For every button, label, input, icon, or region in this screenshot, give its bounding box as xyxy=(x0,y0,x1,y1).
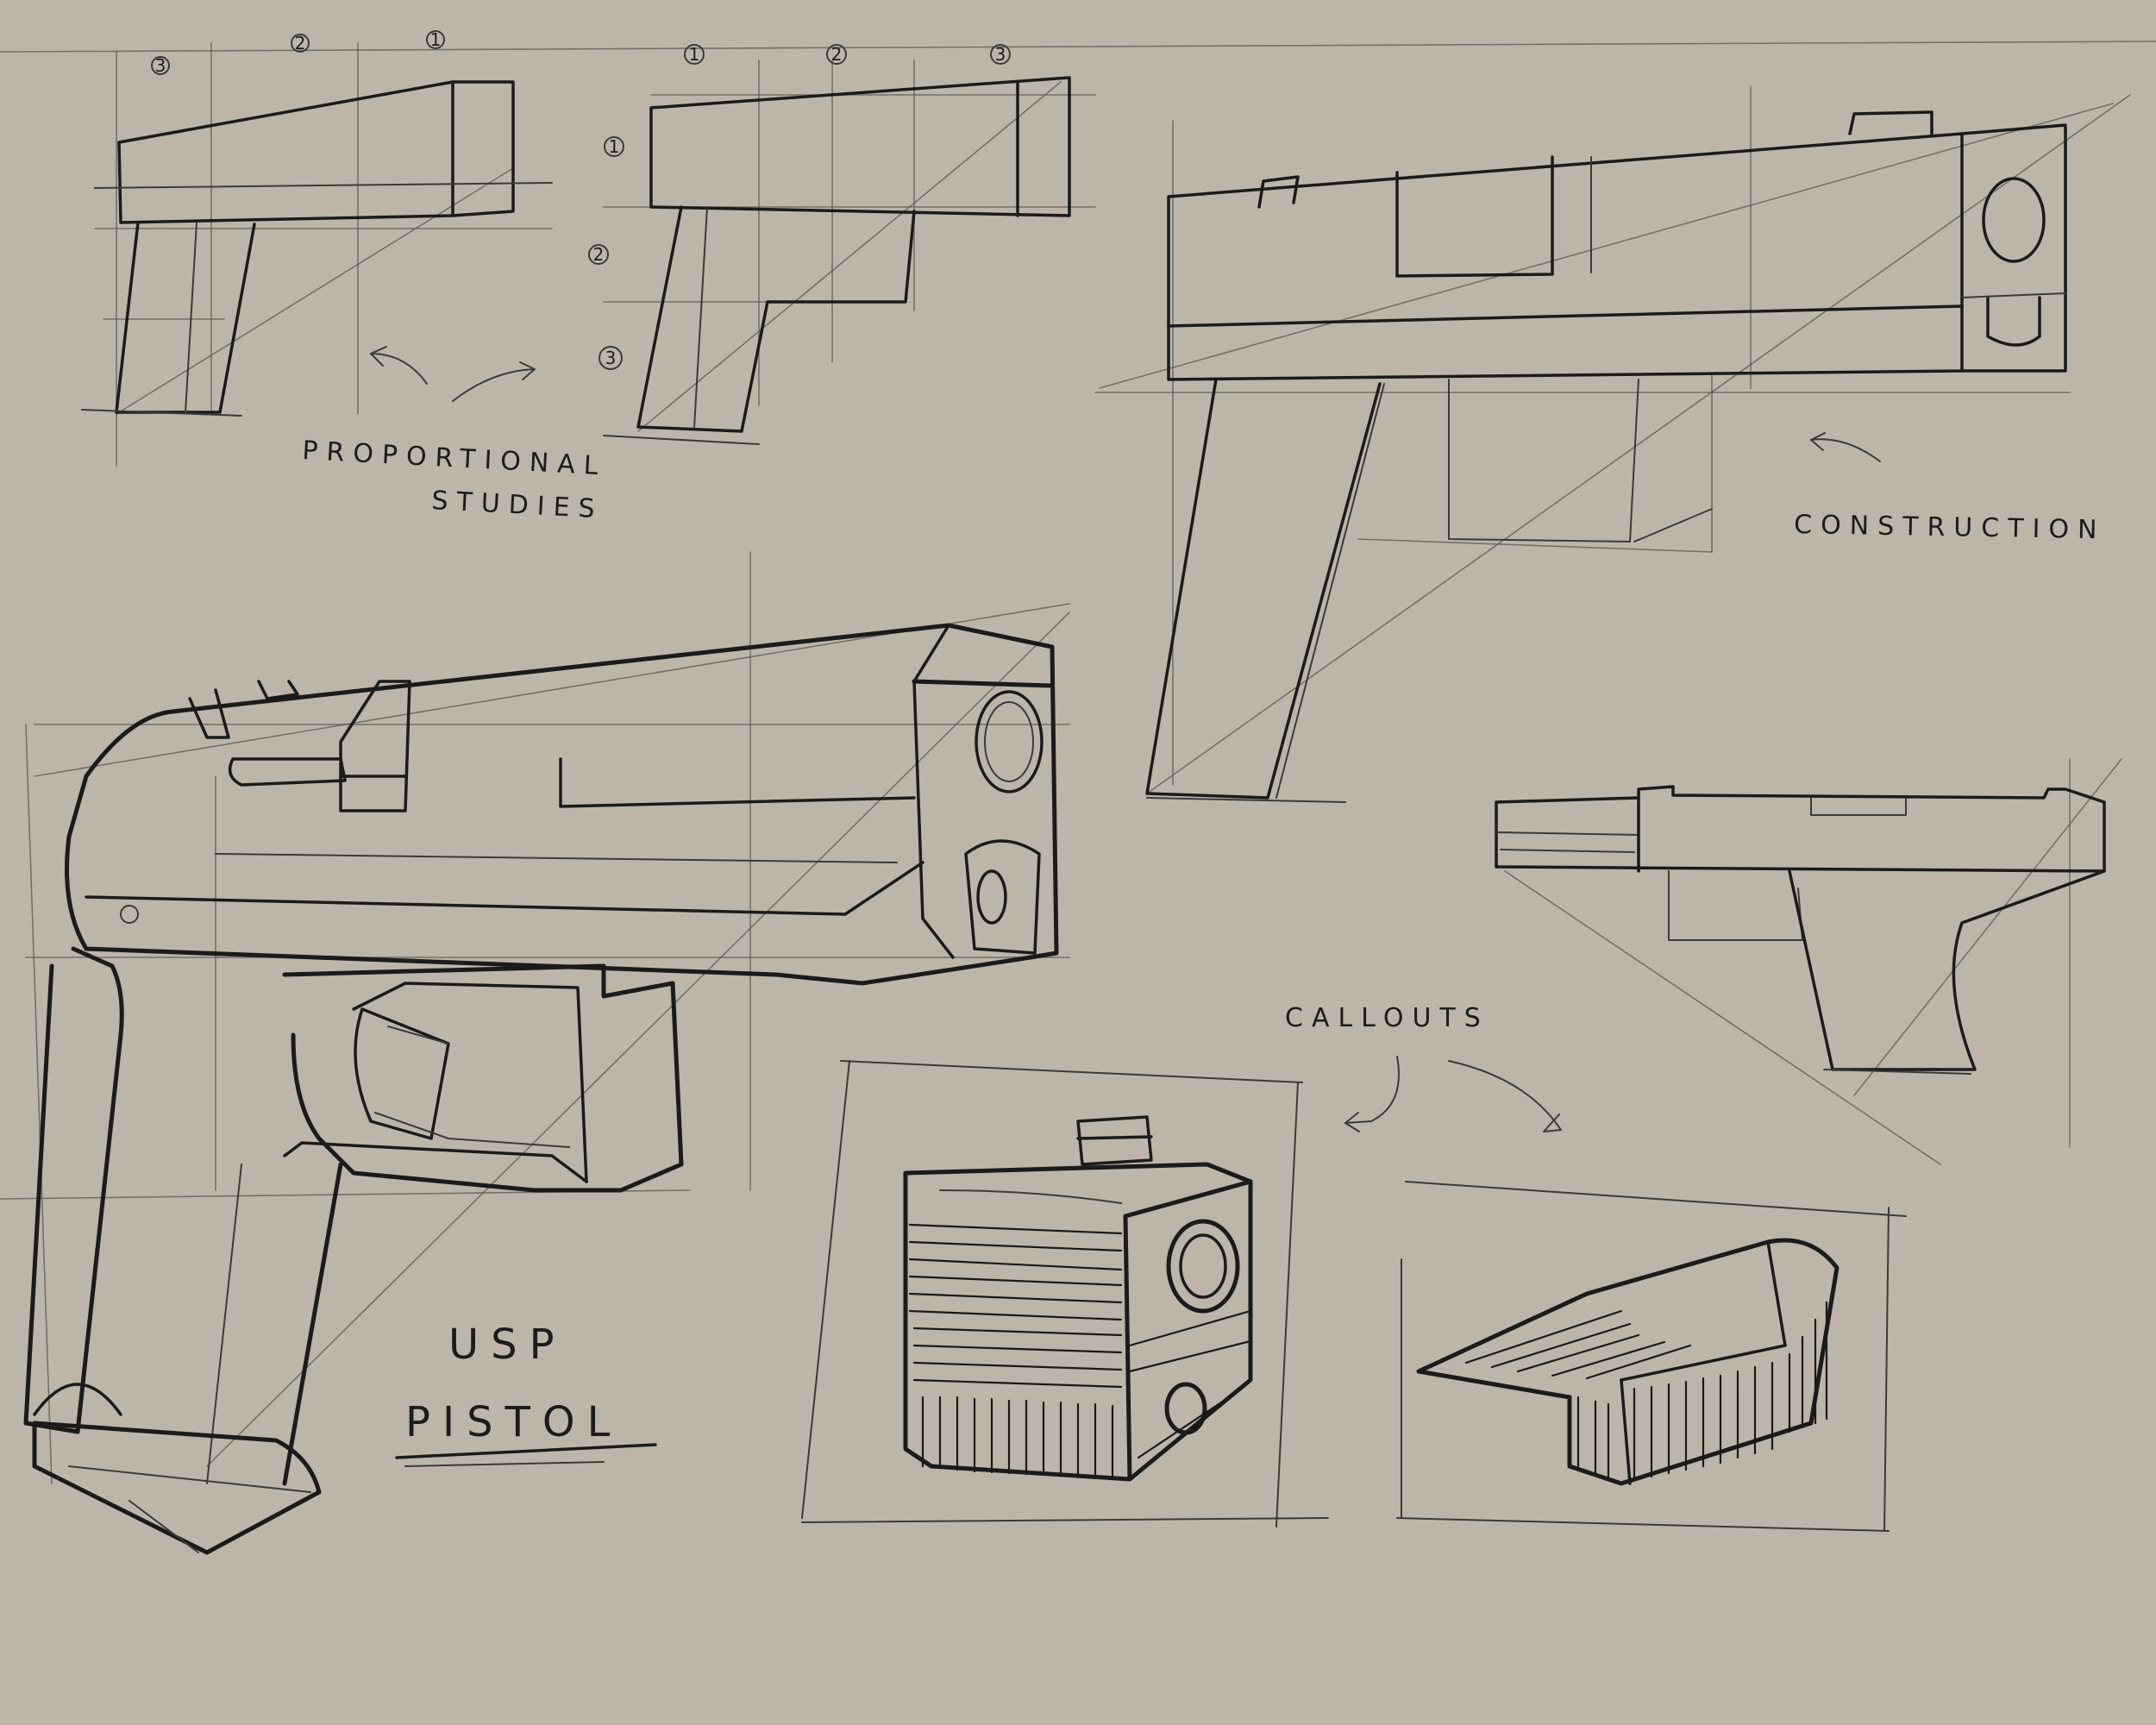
proportional-studies-label-1: PROPORTIONAL xyxy=(302,436,608,481)
marker-a-0: 3 xyxy=(155,55,166,76)
side-view-small xyxy=(1495,758,2122,1165)
marker-b-side-1: 2 xyxy=(593,244,605,265)
proportional-study-a: 3 2 1 xyxy=(81,29,553,467)
callout-arrow-right-icon xyxy=(1448,1060,1562,1131)
pistol-label: PISTOL xyxy=(405,1398,622,1446)
construction-label: CONSTRUCTION xyxy=(1794,510,2106,545)
paper-edge-line xyxy=(0,41,2156,53)
marker-b-side-0: 1 xyxy=(609,136,620,157)
marker-b-top-2: 3 xyxy=(995,44,1006,65)
proportional-study-b: 1 2 3 1 2 3 xyxy=(588,44,1096,445)
marker-a-1: 2 xyxy=(295,33,306,53)
marker-b-side-2: 3 xyxy=(605,348,617,368)
marker-b-top-0: 1 xyxy=(689,44,700,65)
arrow-right-icon xyxy=(452,368,536,402)
marker-a-2: 1 xyxy=(430,29,442,50)
pistol-underline xyxy=(395,1443,657,1459)
construction-view xyxy=(1094,85,2131,803)
construction-arrow-icon xyxy=(1810,438,1881,462)
callout-muzzle-detail xyxy=(801,1060,1329,1527)
usp-pistol-main xyxy=(0,551,1070,1555)
callouts-label: CALLOUTS xyxy=(1285,1003,1489,1033)
marker-b-top-1: 2 xyxy=(831,44,843,65)
arrow-left-icon xyxy=(370,353,428,385)
callout-slide-detail xyxy=(1396,1181,1907,1532)
proportional-studies-label-2: STUDIES xyxy=(431,486,605,524)
usp-label: USP xyxy=(448,1320,567,1369)
callout-arrow-left-icon xyxy=(1344,1056,1400,1124)
